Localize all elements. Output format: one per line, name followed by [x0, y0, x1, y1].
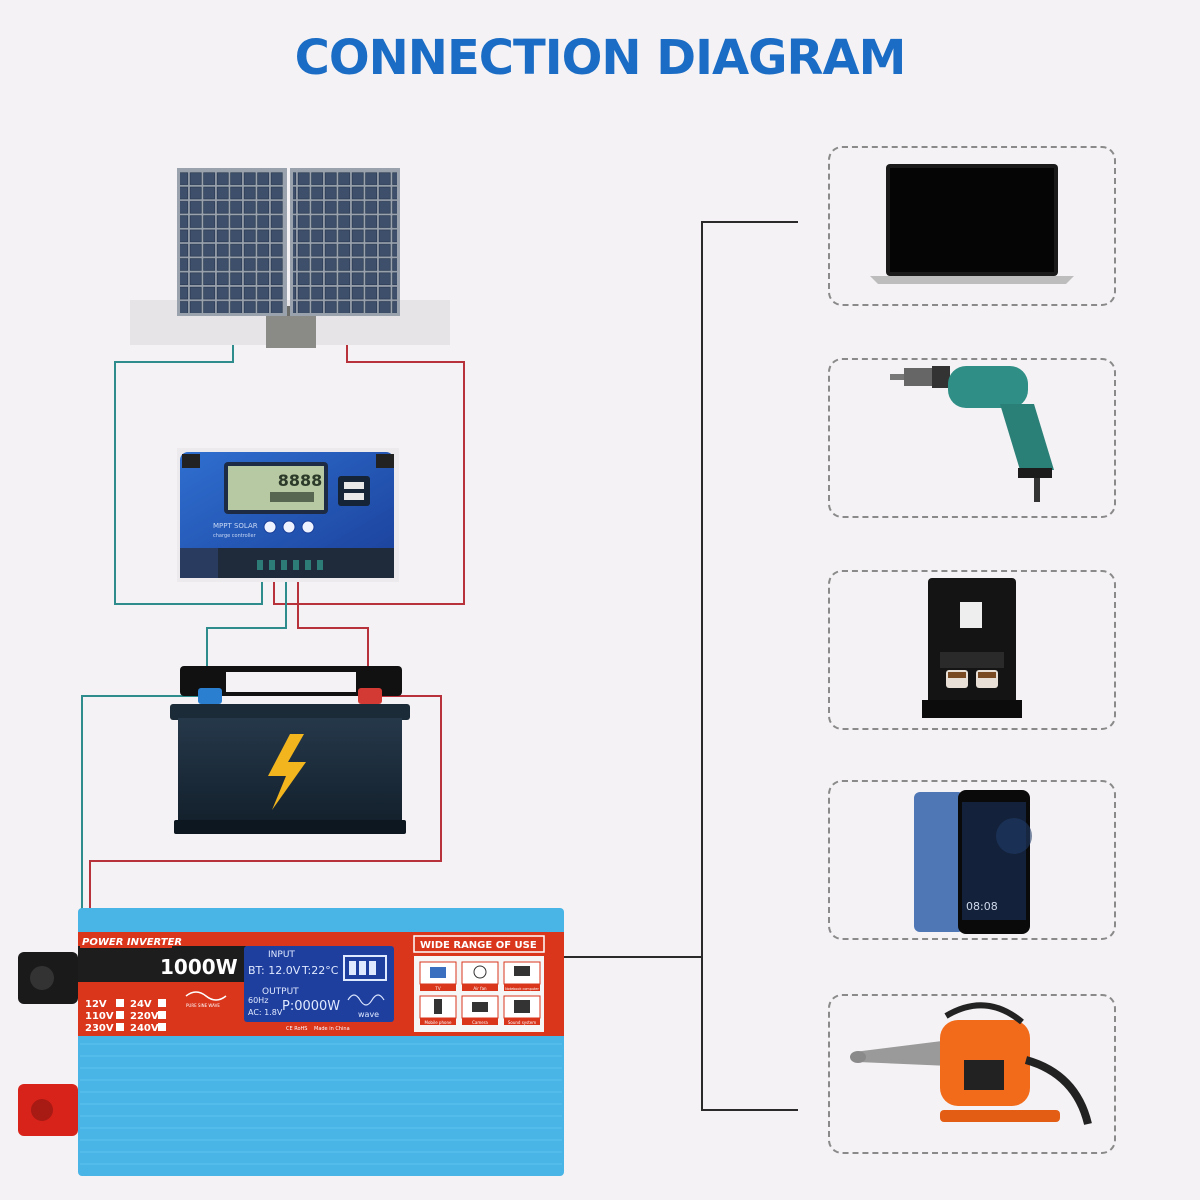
phone-clock: 08:08 [966, 900, 998, 913]
lcd-power-reading: P:0000W [282, 999, 340, 1014]
inverter-badge: POWER INVERTER [82, 937, 182, 948]
battery [170, 666, 410, 834]
voltage-220v: 220V [130, 1011, 159, 1022]
controller-brand: MPPT SOLAR [213, 522, 258, 530]
use-label-notebook: Notebook computer [505, 987, 539, 991]
use-label-tv: TV [434, 986, 440, 991]
coffee-machine-icon [922, 578, 1022, 718]
controller-button-2[interactable] [282, 520, 296, 534]
appliance-box-drill [828, 358, 1116, 518]
voltage-110v: 110V [85, 1011, 114, 1022]
chainsaw-icon [850, 1002, 1092, 1126]
power-inverter: POWER INVERTER 1000W 12V 110V 230V 24V 2… [18, 908, 564, 1176]
lcd-battery-reading: BT: 12.0V [248, 964, 301, 977]
wave-type-label: PURE SINE WAVE [186, 1003, 220, 1008]
controller-battery-positive-wire [297, 568, 369, 690]
use-label-camera: Camera [472, 1020, 488, 1025]
notebook-icon [514, 966, 530, 976]
lcd-temp-reading: T:22°C [301, 964, 339, 977]
appliance-box-chainsaw [828, 994, 1116, 1154]
camera-icon [472, 1002, 488, 1012]
use-label-fan: Air fan [473, 986, 487, 991]
tv-icon [430, 967, 446, 978]
mobile-phone-icon [434, 999, 442, 1014]
sound-system-icon [514, 1000, 530, 1013]
voltage-24v: 24V [130, 999, 152, 1010]
lcd-output-label: OUTPUT [262, 987, 299, 997]
appliance-box-phone [828, 780, 1116, 940]
inverter-certification: CE RoHS [286, 1026, 307, 1032]
solar-panel [130, 168, 450, 348]
inverter-wattage: 1000W [160, 955, 238, 979]
battery-negative-terminal [198, 688, 222, 704]
controller-lcd-reading: 8888 [278, 471, 323, 490]
use-label-sound: Sound system [508, 1020, 536, 1025]
laptop-icon [870, 164, 1074, 284]
sine-wave-logo-icon [185, 991, 227, 1001]
voltage-230v: 230V [85, 1023, 114, 1034]
lcd-frequency: 60Hz [248, 996, 268, 1005]
use-icon-grid [419, 961, 541, 1019]
controller-subtitle: charge controller [213, 533, 257, 539]
diagram-title: CONNECTION DIAGRAM [294, 30, 907, 86]
use-label-mobile: Mobile phone [425, 1020, 452, 1025]
lcd-wave-label: wave [358, 1010, 379, 1019]
lcd-sine-wave-icon [347, 994, 385, 1006]
controller-button-3[interactable] [301, 520, 315, 534]
battery-inverter-positive-wire [89, 695, 442, 910]
load-bus-vertical [701, 221, 798, 1111]
charge-controller: 8888 MPPT SOLAR charge controller [177, 448, 399, 582]
fan-icon [473, 965, 487, 979]
controller-battery-negative-wire [206, 568, 287, 690]
controller-lcd [228, 466, 324, 510]
battery-positive-terminal [358, 688, 382, 704]
battery-inverter-negative-wire [81, 695, 212, 910]
lightning-bolt-icon [268, 734, 306, 810]
appliance-box-laptop [828, 146, 1116, 306]
battery-level-icon [343, 955, 387, 981]
inverter-lcd [244, 946, 394, 1022]
lcd-ac-reading: AC: 1.8V [248, 1008, 283, 1017]
smartphone-icon: 08:08 [914, 790, 1032, 934]
lcd-input-label: INPUT [268, 950, 295, 960]
voltage-12v: 12V [85, 999, 107, 1010]
panel-negative-wire [114, 318, 263, 605]
voltage-240v: 240V [130, 1023, 159, 1034]
power-drill-icon [890, 366, 1054, 502]
appliance-box-coffee [828, 570, 1116, 730]
wiring [81, 221, 798, 1111]
wide-range-title: WIDE RANGE OF USE [420, 940, 537, 951]
inverter-made-in: Made in China [314, 1026, 350, 1032]
panel-positive-wire [273, 318, 465, 605]
controller-button-1[interactable] [263, 520, 277, 534]
